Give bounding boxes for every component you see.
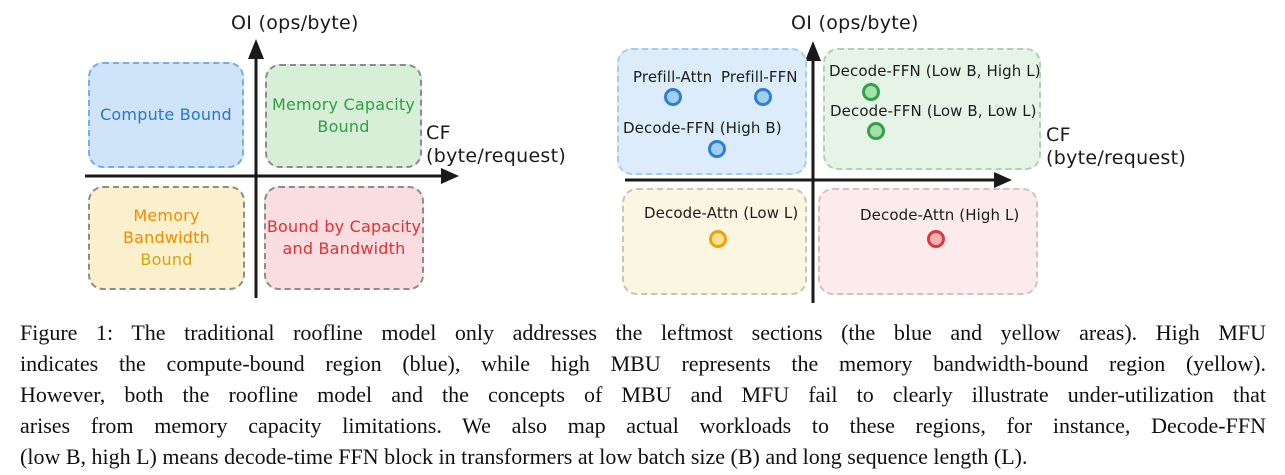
- quadrant-memory-bandwidth-bound: Memory Bandwidth Bound: [88, 186, 245, 290]
- caption-line-5: (low B, high L) means decode-time FFN bl…: [20, 444, 1028, 469]
- point-decode-ffn-low-b-high-l: [862, 83, 880, 101]
- left-y-axis: [248, 39, 264, 298]
- roofline-figure-panel: OI (ops/byte) CF (byte/request) Compute …: [85, 12, 1186, 303]
- region-bound-by-capacity-and-bandwidth: [818, 188, 1038, 295]
- quadrant-memory-capacity-bound-label-line1: Memory Capacity: [271, 95, 416, 114]
- quadrant-bound-by-capacity-and-bandwidth: Bound by Capacity and Bandwidth: [264, 186, 424, 290]
- quadrant-bound-by-capacity-label-line2: and Bandwidth: [282, 239, 406, 258]
- point-decode-ffn-low-b-low-l: [867, 122, 885, 140]
- label-decode-attn-low-l: Decode-Attn (Low L): [644, 204, 799, 222]
- caption-line-2: indicates the compute-bound region (blue…: [20, 351, 1266, 376]
- quadrant-memory-bandwidth-bound-label-line2: Bound: [140, 250, 193, 269]
- quadrant-bound-by-capacity-label-line1: Bound by Capacity: [266, 217, 422, 236]
- point-prefill-ffn: [754, 88, 772, 106]
- point-prefill-attn: [664, 88, 682, 106]
- point-decode-attn-high-l: [927, 230, 945, 248]
- point-decode-ffn-high-b: [708, 140, 726, 158]
- right-x-axis-label-line2: (byte/request): [1046, 147, 1187, 169]
- right-y-axis-label: OI (ops/byte): [791, 12, 919, 34]
- left-x-axis-label: CF (byte/request): [426, 122, 566, 168]
- label-prefill-attn: Prefill-Attn: [633, 68, 713, 86]
- quadrant-compute-bound-label: Compute Bound: [100, 105, 232, 124]
- right-x-axis-label: CF (byte/request): [1046, 124, 1186, 170]
- label-decode-attn-high-l: Decode-Attn (High L): [860, 206, 1020, 224]
- label-decode-ffn-high-b: Decode-FFN (High B): [623, 119, 782, 137]
- caption-line-3: However, both the roofline model and the…: [20, 382, 1266, 407]
- region-memory-capacity-bound: [823, 48, 1041, 170]
- quadrant-memory-bandwidth-bound-label-line1: Memory Bandwidth: [123, 206, 210, 247]
- left-y-axis-label: OI (ops/byte): [231, 12, 359, 34]
- label-prefill-ffn: Prefill-FFN: [721, 68, 798, 86]
- caption-line-1: Figure 1: The traditional roofline model…: [20, 320, 1266, 345]
- quadrant-compute-bound: Compute Bound: [88, 62, 244, 168]
- left-x-axis-label-line1: CF: [426, 122, 451, 144]
- quadrant-memory-capacity-bound-label-line2: Bound: [317, 117, 370, 136]
- label-decode-ffn-low-b-low-l: Decode-FFN (Low B, Low L): [830, 102, 1037, 120]
- caption-line-4: arises from memory capacity limitations.…: [20, 413, 1266, 438]
- quadrant-memory-capacity-bound: Memory Capacity Bound: [265, 64, 422, 168]
- point-decode-attn-low-l: [709, 230, 727, 248]
- right-x-axis-label-line1: CF: [1046, 124, 1071, 146]
- left-x-axis: [85, 168, 459, 184]
- left-x-axis-label-line2: (byte/request): [426, 145, 567, 167]
- figure-caption: Figure 1: The traditional roofline model…: [20, 317, 1266, 472]
- label-decode-ffn-low-b-high-l: Decode-FFN (Low B, High L): [829, 62, 1041, 80]
